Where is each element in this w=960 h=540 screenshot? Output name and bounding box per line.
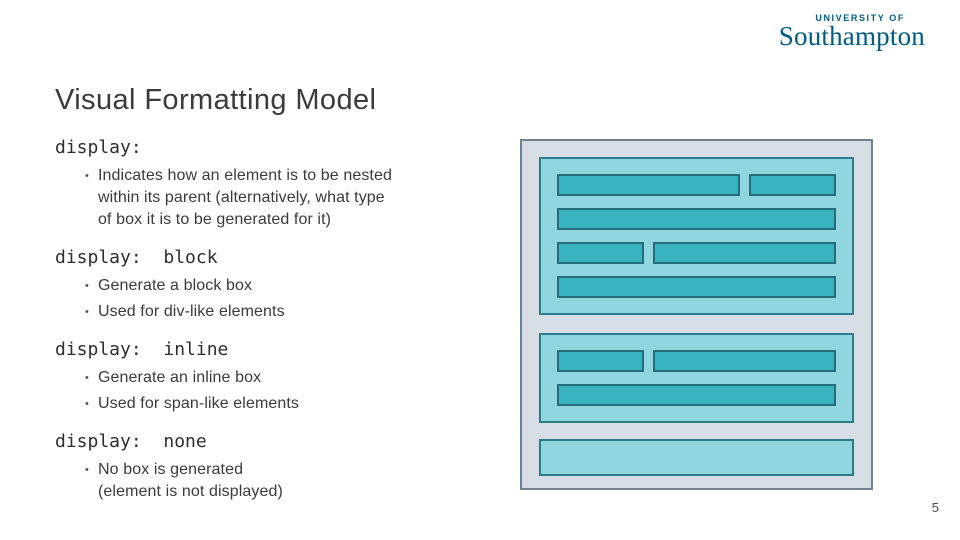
content-bar (557, 242, 645, 264)
section-display-block: display: block • Generate a block box • … (55, 246, 485, 323)
content-bar (557, 174, 740, 196)
box-row (557, 208, 836, 230)
box-row (557, 350, 836, 372)
display-block-box (539, 333, 854, 423)
bullet-text: No box is generated (element is not disp… (98, 461, 283, 500)
box-row (557, 276, 836, 298)
section-display-none: display: none • No box is generated (ele… (55, 430, 485, 503)
content-bar (557, 276, 836, 298)
section-display: display: • Indicates how an element is t… (55, 136, 485, 231)
list-item: • Generate an inline box (55, 367, 485, 389)
section-display-inline: display: inline • Generate an inline box… (55, 338, 485, 415)
section-heading: display: block (55, 247, 218, 268)
list-item: • No box is generated (element is not di… (55, 459, 485, 503)
bullet-icon: • (85, 170, 89, 182)
logo-university-of-text: UNIVERSITY OF (815, 13, 905, 23)
list-item: • Generate a block box (55, 275, 485, 297)
content-bar (557, 384, 836, 406)
bullet-icon: • (85, 306, 89, 318)
bullet-text: Generate an inline box (98, 369, 262, 386)
list-item: • Used for div-like elements (55, 301, 485, 323)
bullet-icon: • (85, 398, 89, 410)
bullet-text: Used for div-like elements (98, 303, 285, 320)
list-item: • Indicates how an element is to be nest… (55, 165, 485, 231)
bullet-icon: • (85, 372, 89, 384)
empty-box (539, 439, 854, 476)
box-diagram (520, 139, 873, 490)
page-number: 5 (931, 500, 939, 515)
display-block-box (539, 157, 854, 315)
bullet-text: Indicates how an element is to be nested… (98, 167, 392, 228)
slide-title: Visual Formatting Model (55, 84, 377, 116)
content-bar (653, 242, 836, 264)
section-heading: display: none (55, 431, 207, 452)
box-row (557, 384, 836, 406)
bullet-text: Generate a block box (98, 277, 253, 294)
content-bar (557, 350, 645, 372)
box-row (557, 174, 836, 196)
southampton-logo: UNIVERSITY OF Southampton Southampton (779, 14, 925, 58)
logo-reflection: Southampton (779, 38, 925, 48)
list-item: • Used for span-like elements (55, 393, 485, 415)
bullet-icon: • (85, 464, 89, 476)
content-bar (557, 208, 836, 230)
slide-body: display: • Indicates how an element is t… (55, 136, 485, 518)
content-bar (653, 350, 836, 372)
content-bar (748, 174, 836, 196)
section-heading: display: (55, 137, 142, 158)
section-heading: display: inline (55, 339, 229, 360)
logo-southampton-text: Southampton (778, 21, 925, 51)
box-row (557, 242, 836, 264)
bullet-text: Used for span-like elements (98, 395, 300, 412)
bullet-icon: • (85, 280, 89, 292)
